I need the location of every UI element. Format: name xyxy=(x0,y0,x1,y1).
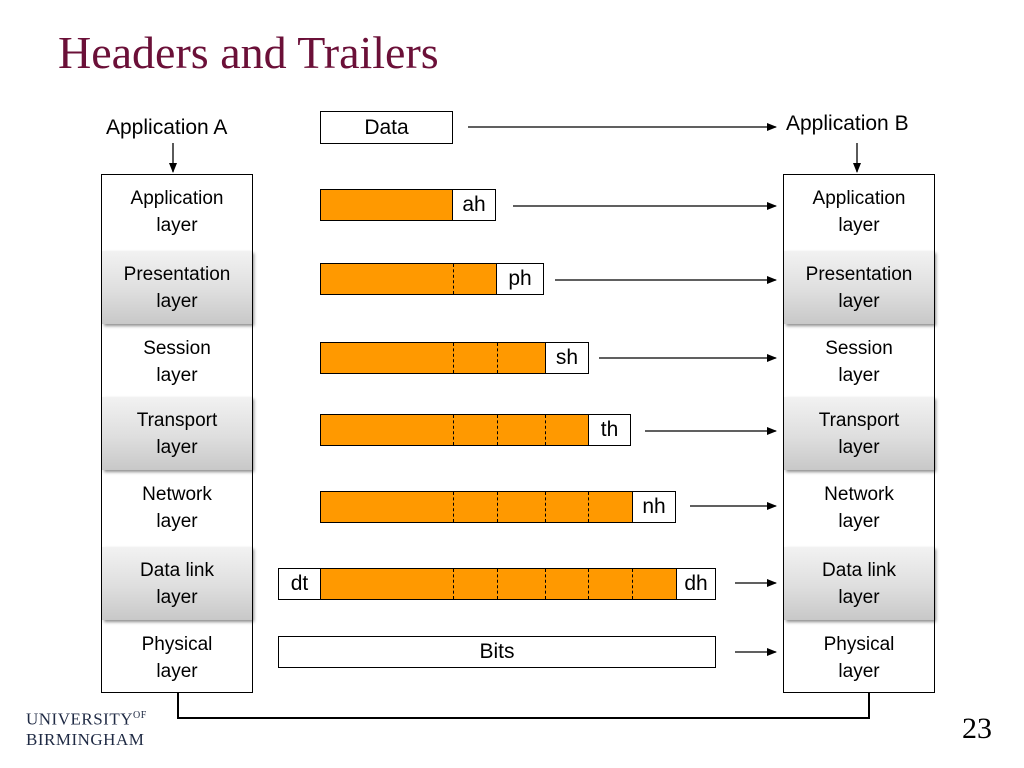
segment-divider xyxy=(453,492,454,522)
segment-divider xyxy=(545,415,546,445)
segment-divider xyxy=(632,569,633,599)
segment-divider xyxy=(497,492,498,522)
page-number: 23 xyxy=(962,712,992,745)
data-link-payload-bar xyxy=(320,568,677,600)
dh-header: dh xyxy=(676,568,716,600)
slide-title: Headers and Trailers xyxy=(58,27,439,78)
segment-divider xyxy=(497,415,498,445)
nh-header: nh xyxy=(632,491,676,523)
ph-header: ph xyxy=(496,263,544,295)
segment-divider xyxy=(497,343,498,373)
sh-header: sh xyxy=(545,342,589,374)
application-a-label: Application A xyxy=(106,116,228,139)
segment-divider xyxy=(588,492,589,522)
presentation-payload-bar xyxy=(320,263,497,295)
university-logo: UNIVERSITYOF BIRMINGHAM xyxy=(26,709,147,749)
physical-link-line xyxy=(177,693,870,719)
segment-divider xyxy=(453,264,454,294)
segment-divider xyxy=(453,343,454,373)
segment-divider xyxy=(588,569,589,599)
data-box: Data xyxy=(320,111,453,144)
application-b-label: Application B xyxy=(786,112,909,135)
segment-divider xyxy=(453,569,454,599)
bits-box: Bits xyxy=(278,636,716,668)
dt-trailer: dt xyxy=(278,568,321,600)
ah-header: ah xyxy=(452,189,496,221)
application-payload-bar xyxy=(320,189,453,221)
segment-divider xyxy=(545,492,546,522)
segment-divider xyxy=(453,415,454,445)
transport-payload-bar xyxy=(320,414,589,446)
session-payload-bar xyxy=(320,342,546,374)
segment-divider xyxy=(545,569,546,599)
th-header: th xyxy=(588,414,631,446)
segment-divider xyxy=(497,569,498,599)
